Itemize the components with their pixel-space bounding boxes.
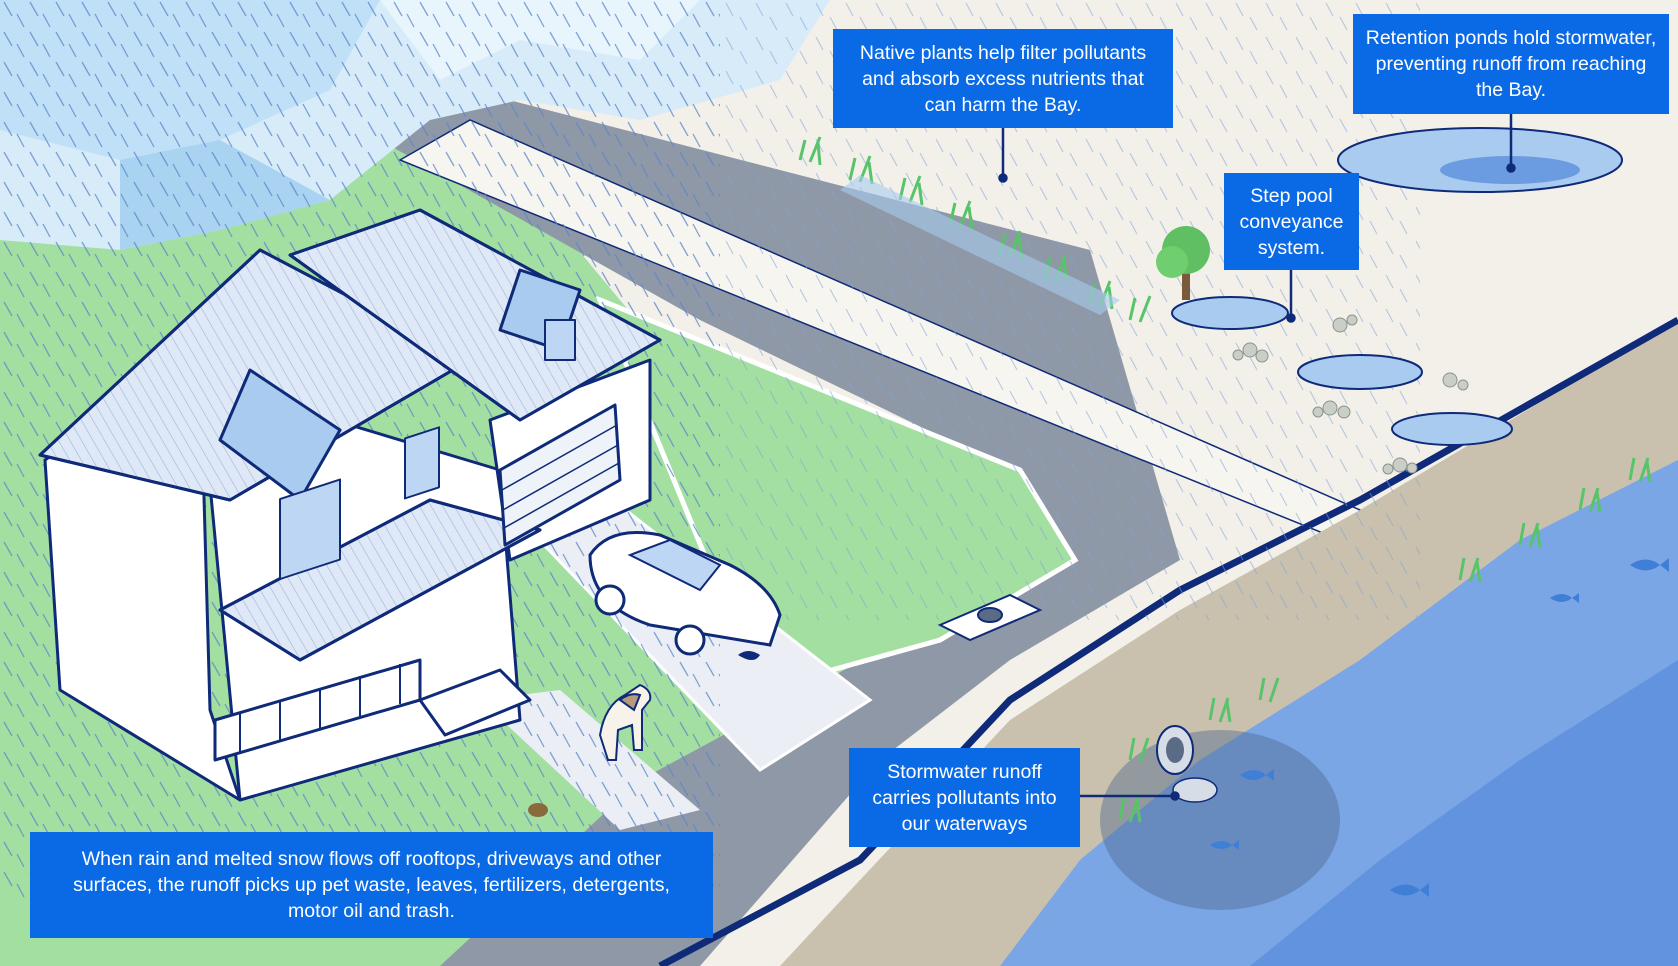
bioswale — [840, 175, 1120, 315]
outfall-pipe — [1156, 725, 1218, 803]
step-pools — [1171, 296, 1513, 446]
rocks — [1232, 314, 1469, 475]
callout-retention-ponds: Retention ponds hold stormwater, prevent… — [1353, 14, 1669, 114]
tree — [1156, 226, 1210, 300]
bay-deep-water — [1250, 660, 1678, 966]
callout-stormwater-runoff-text: Stormwater runoff carries pollutants int… — [872, 760, 1057, 835]
storm-drain — [937, 593, 1043, 642]
callout-rain-runoff-text: When rain and melted snow flows off roof… — [73, 848, 670, 922]
gable-window-panel — [218, 368, 342, 502]
pet-waste — [528, 803, 548, 817]
callout-rain-runoff: When rain and melted snow flows off roof… — [30, 832, 713, 938]
upper-window — [279, 478, 341, 581]
step-pool-3 — [1391, 412, 1513, 446]
callout-native-plants: Native plants help filter pollutants and… — [833, 29, 1173, 128]
callout-stormwater-runoff: Stormwater runoff carries pollutants int… — [849, 748, 1080, 847]
pollution-plume — [1100, 730, 1340, 910]
step-pool-2 — [1297, 354, 1423, 390]
dog — [598, 683, 652, 761]
front-steps — [418, 668, 532, 737]
fish-group — [1210, 558, 1669, 897]
step-pool-1 — [1171, 296, 1289, 330]
shore-grass — [1118, 457, 1652, 823]
house — [38, 208, 662, 802]
car — [588, 531, 782, 656]
oil-leak — [738, 651, 760, 660]
callout-step-pool: Step pool conveyance system. — [1224, 173, 1359, 270]
leader-lines — [998, 108, 1516, 801]
callout-step-pool-text: Step pool conveyance system. — [1239, 184, 1344, 259]
callout-retention-ponds-text: Retention ponds hold stormwater, prevent… — [1365, 27, 1657, 101]
callout-native-plants-text: Native plants help filter pollutants and… — [859, 41, 1147, 116]
side-window — [404, 426, 440, 500]
dormer-window — [544, 319, 576, 361]
